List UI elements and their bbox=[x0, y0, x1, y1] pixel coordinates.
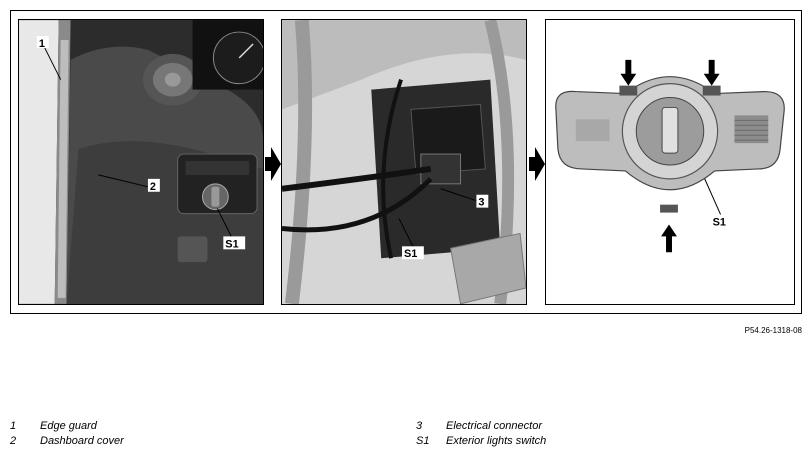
dashboard-illustration: 1 2 S1 bbox=[19, 20, 263, 304]
callout-switch-panel2: S1 bbox=[404, 248, 417, 260]
connector-illustration: 3 S1 bbox=[282, 20, 526, 304]
legend-text: Edge guard bbox=[40, 420, 97, 432]
legend-text: Dashboard cover bbox=[40, 435, 124, 447]
callout-connector: 3 bbox=[478, 197, 484, 209]
legend-number: 1 bbox=[10, 420, 17, 432]
panel-dashboard-view: 1 2 S1 bbox=[18, 19, 264, 305]
panel-switch-detail: S1 bbox=[545, 19, 795, 305]
legend-text: Exterior lights switch bbox=[446, 435, 547, 447]
callout-switch-panel1: S1 bbox=[225, 238, 238, 250]
callout-edge-guard: 1 bbox=[39, 38, 45, 50]
figure-frame: 1 2 S1 bbox=[10, 10, 802, 314]
callout-dashboard-cover: 2 bbox=[150, 181, 156, 193]
panel-connector-view: 3 S1 bbox=[281, 19, 527, 305]
legend-text: Electrical connector bbox=[446, 420, 542, 432]
figure-reference-code: P54.26-1318-08 bbox=[744, 326, 802, 335]
legend-number: 3 bbox=[416, 420, 423, 432]
legend-number: S1 bbox=[416, 435, 430, 447]
callout-switch-panel3: S1 bbox=[713, 216, 726, 228]
push-arrow-icon bbox=[620, 59, 720, 253]
switch-illustration: S1 bbox=[546, 20, 794, 304]
legend-number: 2 bbox=[10, 435, 17, 447]
